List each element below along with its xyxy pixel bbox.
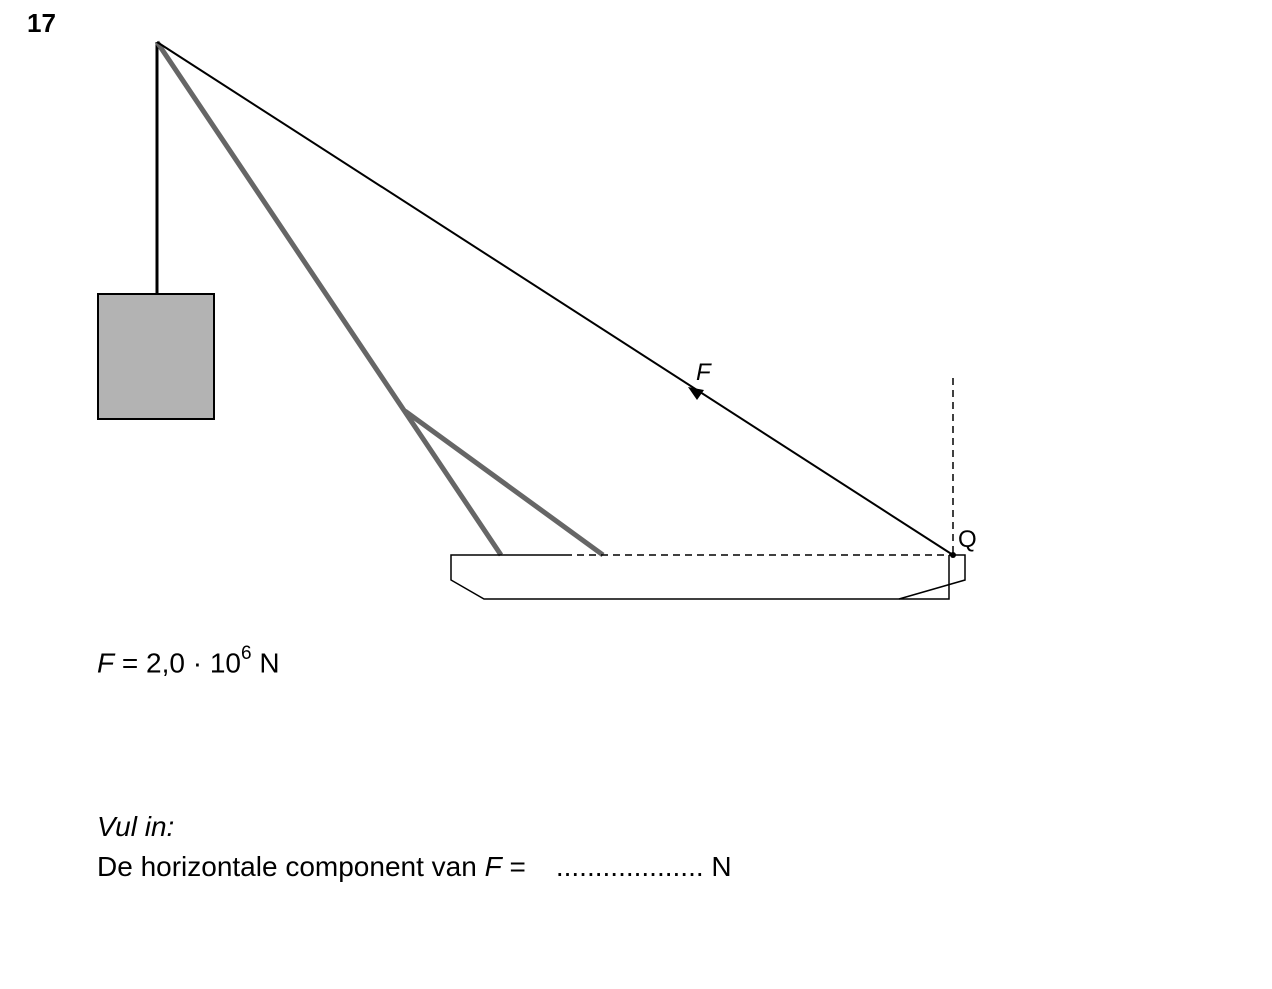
- fill-in-prompt: Vul in:: [97, 811, 175, 842]
- boom-strut: [403, 408, 605, 558]
- given-times: ·: [184, 647, 210, 679]
- fill-in-sentence: De horizontale component van F =........…: [97, 851, 732, 883]
- given-equals: =: [114, 647, 147, 679]
- point-q-label: Q: [958, 526, 977, 553]
- pontoon-bow: [898, 554, 966, 600]
- load-block: [97, 293, 215, 420]
- given-mantissa: 2,0: [146, 647, 185, 679]
- fill-in-sentence-start: De horizontale component van: [97, 851, 485, 882]
- given-exponent: 6: [241, 643, 252, 664]
- guy-cable: [156, 41, 954, 556]
- answer-blank-field[interactable]: ...................: [555, 851, 704, 882]
- fill-in-equals: =: [501, 851, 526, 882]
- force-label: F: [696, 359, 712, 386]
- fill-in-symbol: F: [484, 851, 502, 882]
- fill-in-unit: N: [703, 851, 732, 882]
- point-q-marker: [950, 552, 956, 558]
- pontoon-hull: [450, 554, 950, 600]
- given-force-value: F = 2,0 · 106 N: [97, 643, 280, 679]
- crane-boom: [154, 40, 504, 557]
- question-number: 17: [27, 8, 56, 38]
- force-arrowhead: [688, 387, 704, 400]
- given-base: 10: [209, 647, 242, 679]
- given-unit: N: [251, 647, 280, 679]
- given-force-symbol: F: [97, 647, 115, 679]
